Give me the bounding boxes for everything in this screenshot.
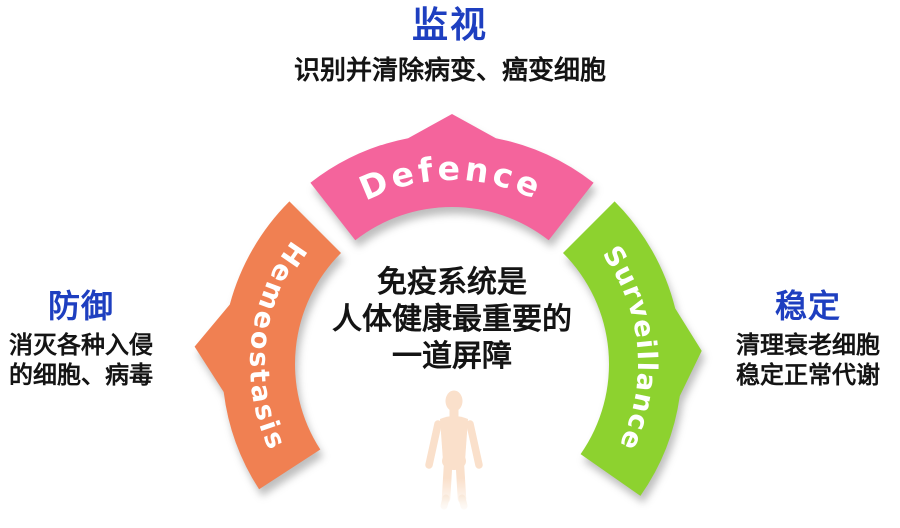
right-line-1: 清理衰老细胞	[736, 331, 880, 359]
figure-neck	[449, 408, 459, 417]
figure-right-arm	[466, 420, 483, 469]
top-section: 监视 识别并清除病变、癌变细胞	[0, 4, 900, 88]
right-line-2: 稳定正常代谢	[736, 361, 880, 389]
left-line-2: 的细胞、病毒	[9, 361, 153, 389]
figure-left-arm	[425, 420, 442, 469]
hemeostasis-segment	[194, 201, 341, 490]
top-heading: 监视	[411, 5, 488, 46]
right-section: 稳定 清理衰老细胞 稳定正常代谢	[722, 288, 894, 390]
left-section: 防御 消灭各种入侵 的细胞、病毒	[0, 288, 162, 390]
left-heading: 防御	[47, 287, 114, 325]
center-line-3: 一道屏障	[392, 339, 512, 374]
center-line-2: 人体健康最重要的	[332, 302, 572, 337]
figure-head	[445, 390, 463, 412]
center-text: 免疫系统是 人体健康最重要的 一道屏障	[302, 264, 602, 375]
figure-fade	[402, 478, 508, 528]
figure-torso	[440, 416, 468, 464]
surveillance-segment	[563, 201, 702, 496]
right-heading: 稳定	[774, 287, 841, 325]
defence-segment	[310, 114, 594, 241]
top-subtitle: 识别并清除病变、癌变细胞	[293, 56, 606, 86]
center-line-1: 免疫系统是	[377, 265, 527, 300]
left-line-1: 消灭各种入侵	[9, 331, 153, 359]
